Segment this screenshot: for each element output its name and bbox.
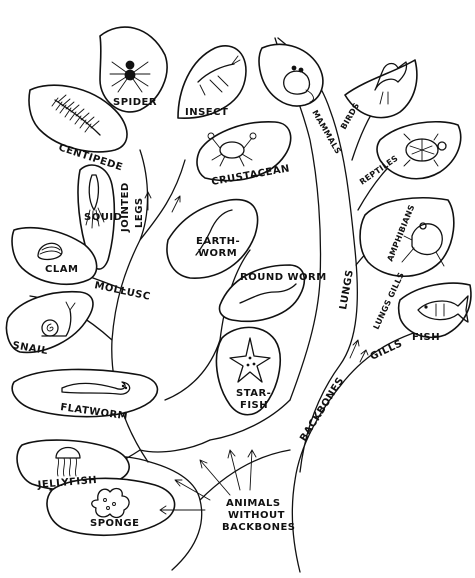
label-lungs: LUNGS <box>338 269 356 311</box>
label-earthworm-2: WORM <box>198 248 237 259</box>
crab-icon <box>207 132 257 167</box>
leaf-reptiles <box>376 120 462 180</box>
jellyfish-icon <box>55 446 81 477</box>
leaf-spider <box>99 26 168 113</box>
label-earthworm-1: EARTH- <box>196 236 240 247</box>
label-legs: LEGS <box>134 197 145 228</box>
starfish-icon <box>229 337 271 383</box>
grasshopper-icon <box>197 55 241 96</box>
label-jointed: JOINTED <box>120 182 131 233</box>
label-sponge: SPONGE <box>90 518 139 529</box>
label-clam: CLAM <box>45 264 78 275</box>
label-jellyfish: JELLYFISH <box>36 475 97 491</box>
label-starfish-1: STAR- <box>236 388 271 399</box>
label-insect: INSECT <box>185 107 228 118</box>
squid-icon <box>85 174 105 229</box>
leaf-earthworm <box>166 198 259 279</box>
leaf-starfish <box>215 326 281 416</box>
label-backbones: BACKBONES <box>298 375 346 443</box>
arrows <box>144 191 369 515</box>
leaf-snail <box>5 290 94 354</box>
sponge-icon <box>91 487 130 519</box>
label-animals-without-3: BACKBONES <box>222 522 295 533</box>
label-squid: SQUID <box>84 212 122 223</box>
snail-icon <box>41 301 76 337</box>
leaf-roundworm <box>218 264 306 323</box>
label-birds: BIRDS <box>339 101 361 131</box>
earthworm-icon <box>195 209 233 256</box>
leaf-sponge <box>46 477 176 536</box>
leaf-fish <box>397 282 472 339</box>
leaf-centipede <box>28 84 128 153</box>
frog-icon <box>401 222 445 267</box>
bird-icon <box>374 61 408 105</box>
label-fish: FISH <box>412 332 440 343</box>
label-animals-without-2: WITHOUT <box>228 510 285 521</box>
label-spider: SPIDER <box>113 97 157 108</box>
turtle-icon <box>403 133 447 167</box>
label-animals-without-1: ANIMALS <box>226 498 281 509</box>
fish-icon <box>417 295 469 323</box>
label-roundworm: ROUND WORM <box>240 272 327 283</box>
label-mammals: MAMMALS <box>310 109 342 156</box>
label-starfish-2: FISH <box>240 400 268 411</box>
flatworm-icon <box>61 381 131 395</box>
leaf-clam <box>11 227 98 286</box>
centipede-icon <box>51 94 101 136</box>
clam-icon <box>37 242 63 261</box>
label-gills: GILLS <box>369 338 405 362</box>
spider-icon <box>109 60 151 93</box>
mouse-icon <box>283 65 314 103</box>
roundworm-icon <box>239 283 297 304</box>
leaf-birds <box>344 59 418 119</box>
leaf-squid <box>77 164 116 270</box>
